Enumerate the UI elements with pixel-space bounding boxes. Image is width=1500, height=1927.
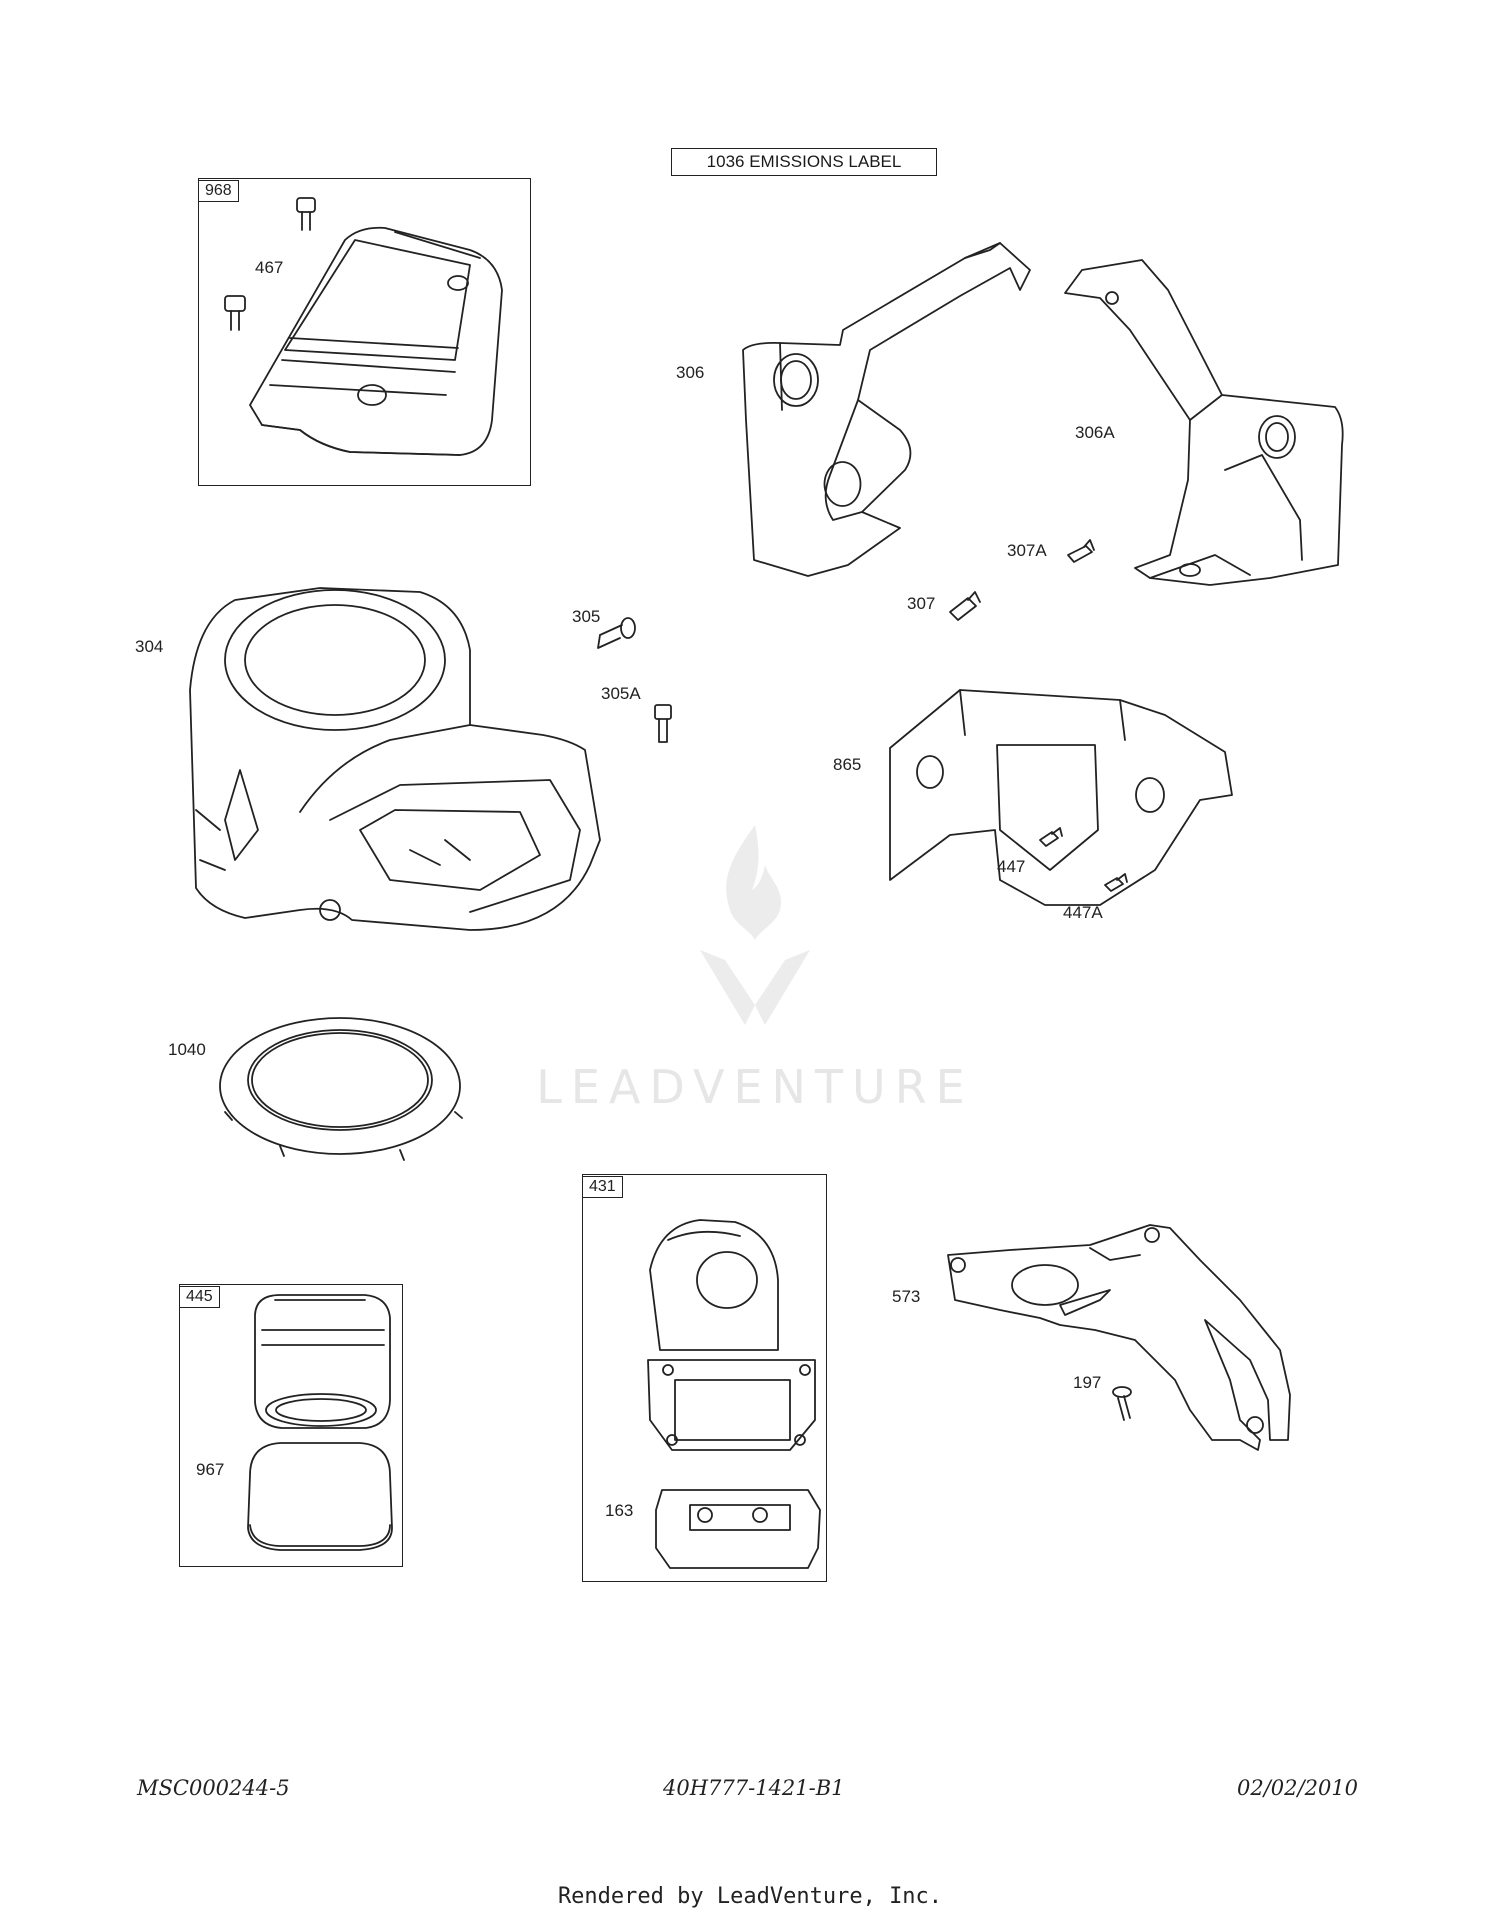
watermark-logo-icon <box>700 825 810 1025</box>
kit-frame-445 <box>179 1284 403 1567</box>
part-air-intake-431 <box>647 1219 816 1451</box>
callout-304: 304 <box>135 637 164 656</box>
callout-163: 163 <box>605 1501 634 1520</box>
callout-573: 573 <box>892 1287 921 1306</box>
footer-left-code: MSC000244-5 <box>137 1776 290 1800</box>
footer-date: 02/02/2010 <box>1237 1776 1359 1800</box>
part-screw-307 <box>949 591 981 621</box>
callout-447: 447 <box>997 857 1026 876</box>
kit-frame-431 <box>582 1174 827 1582</box>
callout-865: 865 <box>833 755 862 774</box>
part-screw-197 <box>1112 1386 1132 1421</box>
callout-307a: 307A <box>1007 541 1047 560</box>
kit-frame-968 <box>198 178 531 486</box>
callout-467: 467 <box>255 258 284 277</box>
part-screw-307a <box>1067 539 1095 563</box>
kit-label-431: 431 <box>582 1176 623 1198</box>
callout-305a: 305A <box>601 684 641 703</box>
part-blower-housing-304 <box>189 587 601 931</box>
callout-197: 197 <box>1073 1373 1102 1392</box>
part-pre-cleaner-967 <box>247 1442 393 1551</box>
part-shroud-306a <box>1064 259 1344 586</box>
footer-center-code: 40H777-1421-B1 <box>663 1776 845 1800</box>
part-screw-447a <box>1104 873 1128 892</box>
callout-306: 306 <box>676 363 705 382</box>
part-screw-467 <box>224 197 316 331</box>
part-gasket-163 <box>655 1489 821 1569</box>
kit-label-445: 445 <box>179 1286 220 1308</box>
rendered-by-credit: Rendered by LeadVenture, Inc. <box>557 1884 943 1909</box>
part-ring-1040 <box>219 1017 463 1161</box>
part-shroud-306 <box>742 242 1031 577</box>
kit-label-968: 968 <box>198 180 239 202</box>
emissions-label: 1036 EMISSIONS LABEL <box>671 148 937 176</box>
part-baffle-865 <box>889 689 1233 906</box>
part-bolt-305 <box>597 617 636 649</box>
callout-305: 305 <box>572 607 601 626</box>
part-cover-968 <box>249 226 503 456</box>
callout-307: 307 <box>907 594 936 613</box>
part-air-filter-445 <box>254 1294 391 1429</box>
callout-306a: 306A <box>1075 423 1115 442</box>
callout-447a: 447A <box>1063 903 1103 922</box>
part-plate-573 <box>947 1224 1291 1451</box>
callout-967: 967 <box>196 1460 225 1479</box>
part-screw-447 <box>1039 827 1063 847</box>
watermark-brand: LEADVENTURE <box>536 1060 974 1114</box>
callout-1040: 1040 <box>168 1040 206 1059</box>
part-screw-305a <box>654 704 672 743</box>
